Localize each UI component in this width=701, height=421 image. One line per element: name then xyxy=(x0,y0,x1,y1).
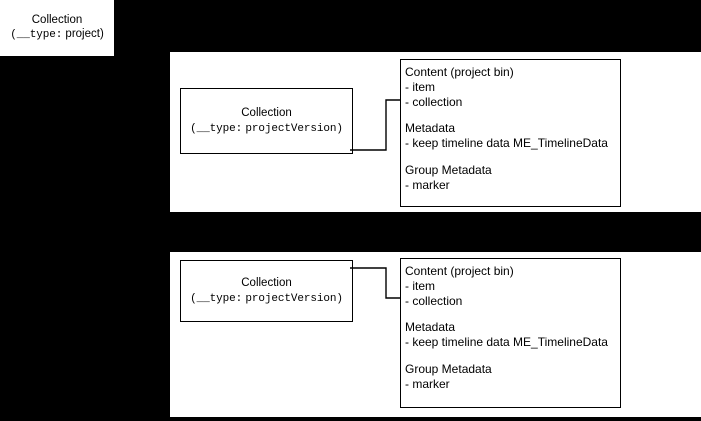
upper-content-spacer-2 xyxy=(405,151,616,163)
upper-collection-type-value: projectVersion xyxy=(245,122,337,135)
lower-collection-title: Collection xyxy=(241,276,292,289)
lower-collection-type-key: __type: xyxy=(196,292,243,305)
standalone-node-type-key: __type: xyxy=(16,29,63,42)
upper-content-line-7: Group Metadata xyxy=(405,162,492,177)
lower-content-line-0: Content (project bin) xyxy=(405,264,514,278)
lower-content-line-1: - item xyxy=(405,278,435,293)
lower-content-line-5: - keep timeline data ME_TimelineData xyxy=(405,335,608,349)
upper-collection-node[interactable]: Collection (__type: projectVersion) xyxy=(180,88,353,154)
upper-content-node[interactable]: Content (project bin) - item - collectio… xyxy=(400,59,621,207)
lower-content-line-8: - marker xyxy=(405,376,450,391)
upper-collection-type-suffix: ) xyxy=(336,122,343,135)
lower-content-line-2: - collection xyxy=(405,293,463,308)
standalone-node-inner: Collection (__type: project) xyxy=(0,0,114,56)
upper-collection-type-key: __type: xyxy=(196,122,243,135)
upper-collection-type: (__type: projectVersion) xyxy=(190,121,343,136)
lower-content-spacer-1 xyxy=(405,308,616,320)
standalone-collection-node[interactable]: Collection (__type: project) xyxy=(0,0,114,56)
upper-content-line-1: - item xyxy=(405,79,435,94)
upper-collection-type-prefix: ( xyxy=(190,122,197,135)
upper-content-line-8: - marker xyxy=(405,177,450,192)
lower-collection-type: (__type: projectVersion) xyxy=(190,291,343,306)
upper-content-line-0: Content (project bin) xyxy=(405,65,514,79)
upper-collection-title: Collection xyxy=(241,106,292,119)
standalone-node-type-prefix: ( xyxy=(10,29,17,42)
lower-collection-type-prefix: ( xyxy=(190,292,197,305)
lower-collection-node[interactable]: Collection (__type: projectVersion) xyxy=(180,260,353,322)
standalone-node-type-suffix: ) xyxy=(99,28,104,41)
lower-collection-type-suffix: ) xyxy=(336,292,343,305)
upper-content-line-2: - collection xyxy=(405,94,463,109)
lower-content-node[interactable]: Content (project bin) - item - collectio… xyxy=(400,258,621,408)
diagram-panel-upper: Collection (__type: projectVersion) Cont… xyxy=(170,52,701,212)
lower-collection-type-value: projectVersion xyxy=(245,292,337,305)
standalone-node-type-value: project xyxy=(65,28,100,41)
lower-content-spacer-2 xyxy=(405,350,616,362)
upper-content-line-5: - keep timeline data ME_TimelineData xyxy=(405,136,608,150)
lower-content-line-4: Metadata xyxy=(405,320,456,335)
diagram-panel-lower: Collection (__type: projectVersion) Cont… xyxy=(170,252,701,417)
lower-content-line-7: Group Metadata xyxy=(405,361,492,376)
upper-content-spacer-1 xyxy=(405,109,616,121)
standalone-node-type: (__type: project) xyxy=(10,27,104,43)
upper-content-line-4: Metadata xyxy=(405,121,456,136)
standalone-node-title: Collection xyxy=(31,13,83,26)
